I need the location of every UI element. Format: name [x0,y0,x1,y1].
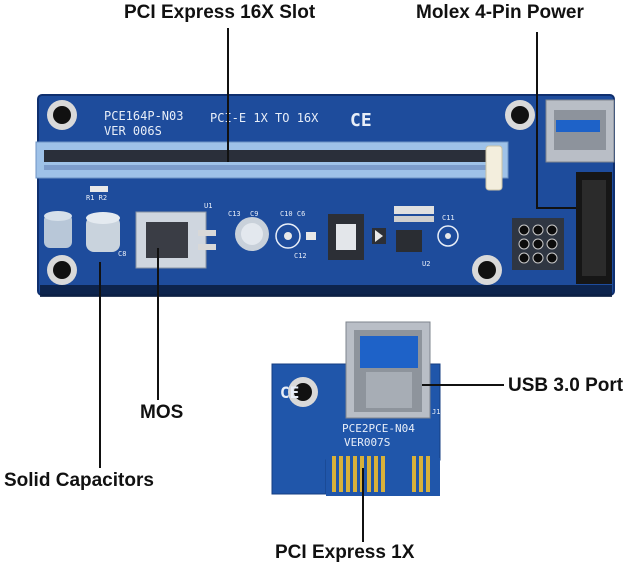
silk-c9: C9 [250,210,258,218]
main-board-ce-mark: CE [350,110,372,131]
capacitor-pad [275,223,301,249]
smd-array [394,206,434,222]
solid-capacitor [44,211,72,248]
pin-header [512,218,564,270]
callout-usb30-port: USB 3.0 Port [508,375,624,396]
capacitor [235,217,269,251]
adapter-model: PCE2PCE-N04 [342,422,415,435]
callout-solid-capacitors: Solid Capacitors [4,470,154,491]
molex-connector [576,172,612,284]
mounting-hole [472,255,502,285]
mounting-hole [47,255,77,285]
main-usb-port [545,99,615,163]
resistor [90,186,108,192]
mounting-hole [47,100,77,130]
adapter-version: VER007S [344,436,390,449]
mounting-hole [288,377,318,407]
inductor [328,214,364,260]
silk-c8: C8 [118,250,126,258]
callout-pcie16x-slot: PCI Express 16X Slot [124,2,316,23]
silk-c12: C12 [294,252,307,260]
silk-r1r2: R1 R2 [86,194,107,202]
silk-c10c6: C10 C6 [280,210,305,218]
diode [372,228,386,244]
silk-u1: U1 [204,202,212,210]
solid-capacitor [86,212,120,252]
silk-c11: C11 [442,214,455,222]
main-board-title: PCI-E 1X TO 16X [210,111,319,125]
pcie16x-slot [35,141,509,191]
silk-j1: J1 [432,408,440,416]
mos-chip [135,211,216,269]
controller-chip [396,230,422,252]
callout-pcie1x: PCI Express 1X [275,542,415,563]
mounting-hole [505,100,535,130]
smd-component [306,232,316,240]
adapter-usb-port [345,321,431,419]
capacitor-pad [437,225,459,247]
adapter-ce-mark: CE [280,383,299,402]
silk-c13: C13 [228,210,241,218]
main-board-model: PCE164P-N03 [104,109,183,123]
silk-u2: U2 [422,260,430,268]
gold-fingers [332,456,430,492]
callout-molex-power: Molex 4-Pin Power [416,2,584,23]
callout-mos: MOS [140,402,184,423]
main-board-version: VER 006S [104,124,162,138]
leader-lines [99,28,576,542]
